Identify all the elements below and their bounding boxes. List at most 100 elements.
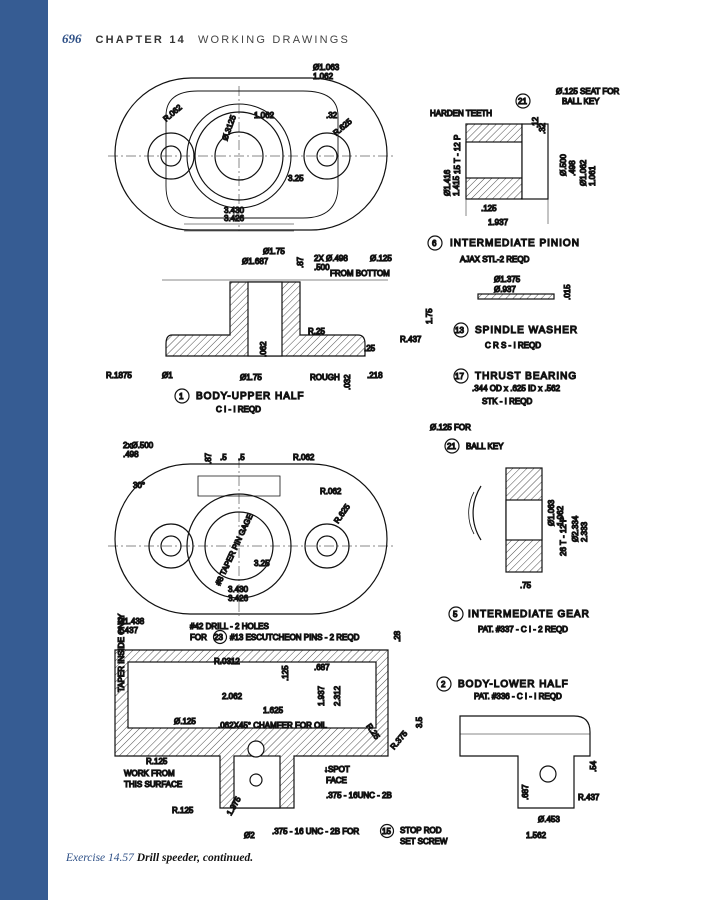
lower-half-title: BODY-LOWER HALF	[458, 679, 569, 690]
gear-w: .75	[520, 581, 532, 590]
washer-title: SPINDLE WASHER	[475, 325, 578, 336]
lower-tap2-number: 15	[382, 827, 391, 836]
lower-side-note: TAPER INSIDE ONLY	[117, 613, 126, 692]
chapter-title: WORKING DRAWINGS	[197, 34, 351, 46]
lower-a30: 30°	[133, 481, 145, 490]
upper-half-title: BODY-UPPER HALF	[196, 391, 305, 402]
dim-h175: 1.75	[425, 308, 434, 324]
lower-687b: .687	[521, 784, 530, 800]
lower-holes: 2xØ.500.498	[123, 441, 154, 459]
lower-h35: 3.5	[415, 716, 424, 728]
lower-87: .87	[204, 452, 213, 464]
pinion-drawing	[465, 123, 549, 224]
lower-spot: ↓SPOT	[324, 765, 350, 774]
dim-span1: 3.430	[224, 206, 245, 215]
pinion-12: .12	[531, 116, 540, 128]
lower-28: .28	[393, 630, 402, 642]
running-head: 696 CHAPTER 14 WORKING DRAWINGS	[62, 31, 350, 49]
pinion-spec: AJAX STL-2 REQD	[460, 255, 530, 264]
lower-r125b: R.125	[172, 806, 194, 815]
gear-pitch: 26 T - 12 P	[559, 517, 568, 556]
dim-062: .062	[259, 341, 268, 357]
figure-caption: Exercise 14.57 Drill speeder, continued.	[66, 852, 253, 864]
lower-for-number: 23	[214, 633, 223, 642]
dim-325: 3.25	[288, 174, 304, 183]
lower-stop1: STOP ROD	[400, 826, 442, 835]
pinion-harden: HARDEN TEETH	[430, 109, 492, 118]
lower-r625: R.625	[332, 502, 352, 525]
lower-half-section	[114, 649, 389, 809]
washer-number: 13	[455, 326, 464, 335]
bearing-title: THRUST BEARING	[475, 371, 577, 382]
lower-span1: 3.430	[228, 585, 249, 594]
lower-for: FOR	[190, 633, 207, 642]
dim-r1875: R.1875	[106, 371, 132, 380]
pinion-dia1: Ø1.4161.415	[443, 169, 461, 196]
lower-1562: 1.562	[526, 831, 547, 840]
dim-r25: R.25	[308, 327, 325, 336]
pinion-d1062: Ø1.0621.061	[579, 159, 597, 186]
lower-5b: .5	[238, 453, 245, 462]
lower-drill: #42 DRILL - 2 HOLES	[190, 622, 269, 631]
pinion-pitch: 15 T - 12 P	[453, 135, 462, 174]
dim-1062: 1.062	[254, 111, 275, 120]
lower-r375: R.375	[389, 729, 410, 752]
lower-1937: 1.937	[317, 685, 326, 706]
dim-032: .032	[343, 374, 352, 390]
upper-half-number: 1	[179, 392, 184, 401]
pinion-seat: Ø.125 SEAT FOR	[556, 87, 620, 96]
lower-2062: 2.062	[222, 692, 243, 701]
gear-spec: PAT. #337 - C I - 2 REQD	[478, 625, 568, 634]
page-number: 696	[62, 31, 82, 46]
bearing-number: 17	[455, 372, 464, 381]
ball-key-title: BALL KEY	[466, 442, 504, 451]
lower-stop2: SET SCREW	[400, 837, 448, 846]
lower-r125a: R.125	[146, 757, 168, 766]
lower-1625: 1.625	[263, 706, 284, 715]
bearing-spec1: .344 OD x .625 ID x .562	[472, 384, 561, 393]
pinion-d125: .125	[481, 204, 497, 213]
pinion-32: .32	[538, 122, 547, 134]
lower-chamfer: .062X45° CHAMFER FOR OIL	[218, 721, 328, 730]
bearing-spec2: STK - I REQD	[482, 397, 532, 406]
ball-key-number: 21	[447, 442, 456, 451]
washer-shape	[477, 293, 555, 300]
ball-key-shape	[472, 485, 482, 541]
dim-175: Ø1.75	[263, 247, 285, 256]
pinion-title: INTERMEDIATE PINION	[450, 238, 580, 249]
lower-half-number: 2	[441, 680, 446, 689]
lower-escut: #13 ESCUTCHEON PINS - 2 REQD	[230, 633, 360, 642]
washer-id: Ø.937	[494, 285, 516, 294]
upper-half-section	[162, 279, 388, 357]
dim-25: .25	[364, 344, 376, 353]
lower-5a: .5	[220, 453, 227, 462]
dim-3125: Ø.3125	[220, 113, 238, 141]
lower-pin-gage: #8 TAPER PIN GAGE	[214, 512, 255, 586]
gear-number: 5	[453, 610, 458, 619]
washer-t: .015	[563, 284, 572, 300]
lower-half-top-view	[108, 458, 393, 616]
washer-spec: C R S - I REQD	[485, 341, 541, 350]
lower-d2: Ø2	[244, 831, 255, 840]
lower-325: 3.25	[254, 559, 270, 568]
dim-32: .32	[326, 111, 338, 120]
lower-work2: THIS SURFACE	[124, 780, 182, 789]
lower-d687: .687	[314, 663, 330, 672]
lower-tap2: .375 - 16 UNC - 2B FOR	[272, 827, 359, 836]
note-rough: ROUGH	[310, 373, 340, 382]
lower-d125: .125	[281, 665, 290, 681]
lower-tap: .375 - 16UNC - 2B	[326, 791, 392, 800]
dim-span2: 3.426	[224, 214, 245, 223]
pinion-seat-number: 21	[518, 97, 527, 106]
dim-87: .87	[296, 256, 305, 268]
lower-r437: R.437	[578, 793, 600, 802]
dim-r437: R.437	[400, 335, 422, 344]
lower-face: FACE	[326, 776, 347, 785]
dim-d1: Ø1	[162, 371, 173, 380]
pinion-seat2: BALL KEY	[562, 97, 600, 106]
caption-label: Exercise 14.57	[66, 852, 134, 864]
pinion-d1937: 1.937	[488, 218, 509, 227]
